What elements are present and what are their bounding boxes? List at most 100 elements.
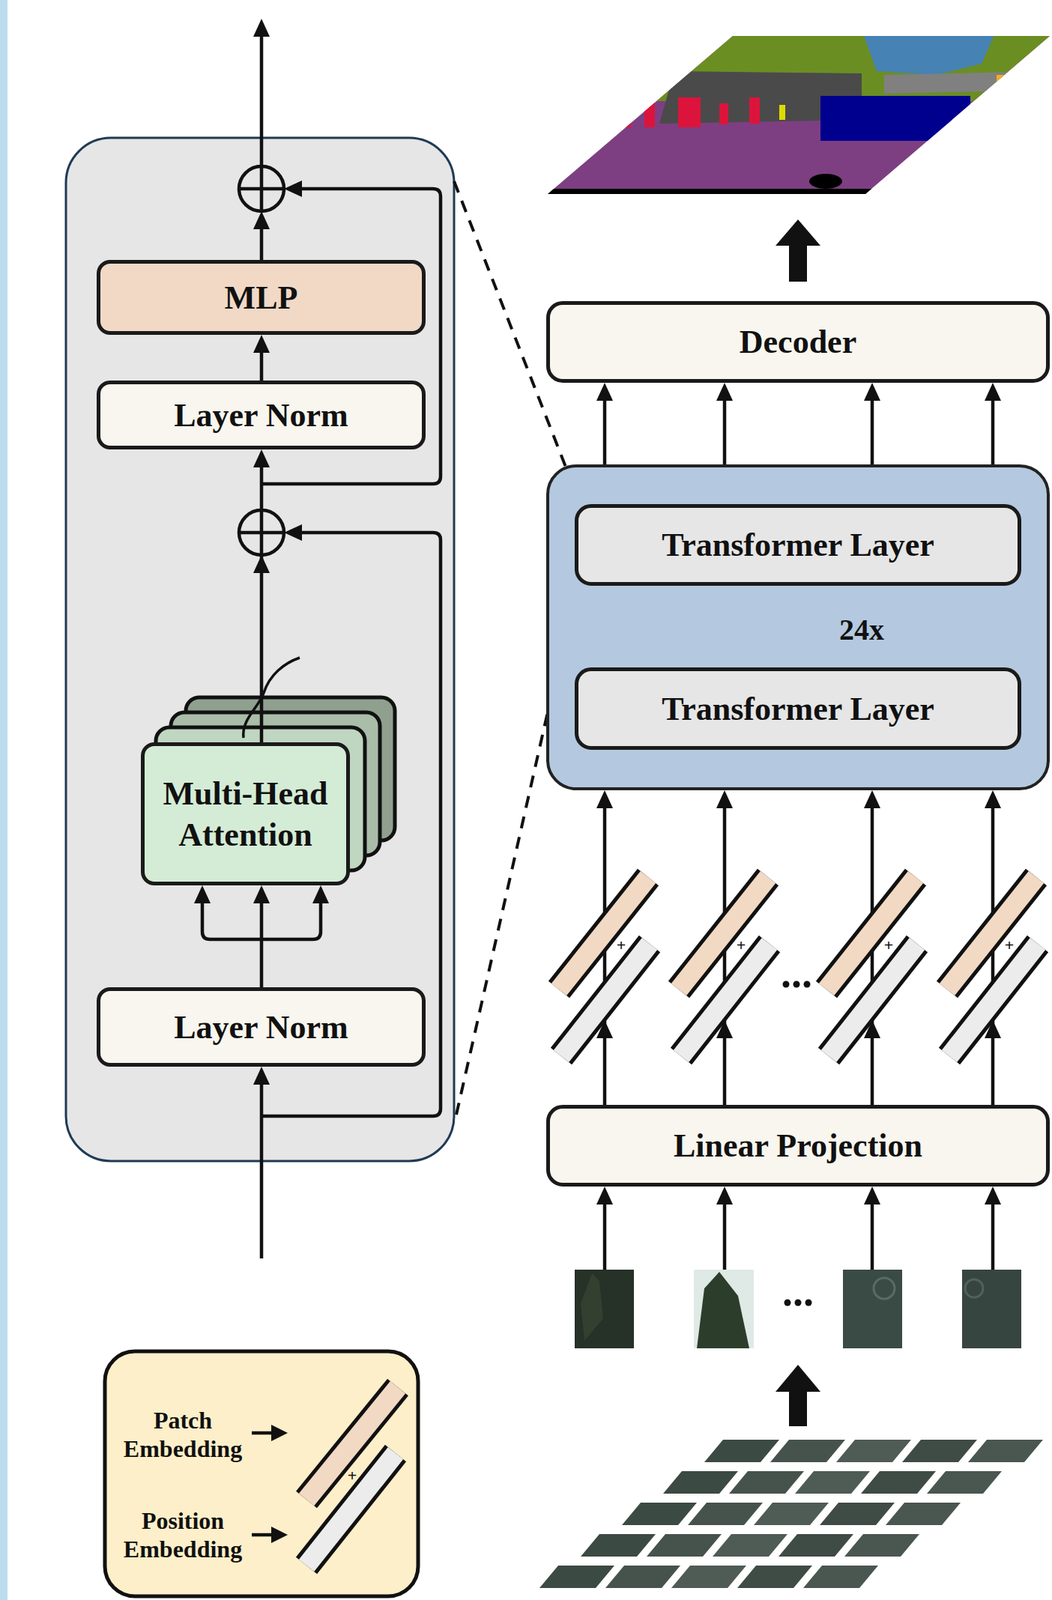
- box-label: Decoder: [739, 321, 857, 363]
- ellipsis-dots: [784, 1300, 792, 1307]
- segmentation-output: [678, 97, 701, 128]
- arrow-head: [253, 18, 270, 37]
- arrow-head: [253, 885, 270, 904]
- patch-arrow: [863, 1186, 881, 1205]
- arrow-head: [984, 382, 1002, 401]
- connector-arrow: [253, 334, 270, 381]
- add-circle: [260, 510, 264, 556]
- attention-box: Multi-Head Attention: [140, 742, 350, 886]
- connector-line: [870, 399, 875, 465]
- embedding-pair: [561, 944, 650, 1057]
- segmentation-output: [749, 97, 760, 124]
- arrow-head: [863, 1020, 881, 1039]
- add-circle: [260, 166, 264, 212]
- encoder-band: 24xTransformer LayerTransformer Layer: [546, 464, 1050, 791]
- connector-line: [723, 399, 727, 465]
- connector-arrow: [863, 382, 881, 465]
- big-arrow: [789, 1389, 807, 1427]
- box-label: MLP: [224, 277, 299, 319]
- connector-arrow: [984, 382, 1002, 465]
- box-label: Transformer Layer: [661, 524, 935, 566]
- input-image-grid: [580, 1534, 920, 1558]
- input-image-grid: [663, 1471, 1002, 1495]
- ellipsis-dots: [794, 1300, 802, 1307]
- arrow-head: [863, 382, 881, 401]
- big-arrow: [775, 219, 821, 246]
- arrow-head: [194, 885, 211, 904]
- image-patch: [873, 1278, 895, 1300]
- arrow-head: [596, 1020, 613, 1039]
- patch-arrow: [723, 1198, 727, 1271]
- residual-connection: [260, 224, 264, 261]
- arrow-head: [716, 1020, 733, 1039]
- segmentation-output: [539, 29, 1052, 203]
- input-image-grid: [621, 1503, 961, 1526]
- repeat-count: 24x: [839, 615, 885, 646]
- connector-arrow: [596, 382, 613, 465]
- embedding-pair: [558, 877, 1038, 1057]
- connector-line: [991, 399, 996, 465]
- transformer-layer-box: Transformer Layer: [574, 504, 1022, 586]
- legend-arrow: [251, 1533, 275, 1538]
- big-arrow: [789, 242, 807, 282]
- image-patch: [842, 1270, 903, 1349]
- layer-norm-box: Layer Norm: [96, 987, 426, 1067]
- connector-arrow: [716, 382, 733, 465]
- legend-text: Patch Embedding: [115, 1407, 251, 1465]
- legend-arrow: [251, 1425, 288, 1544]
- patch-arrow: [604, 1198, 993, 1271]
- zoom-panel: [65, 137, 455, 1162]
- ellipsis-dots: [805, 1300, 813, 1307]
- input-image-grid: [539, 1566, 879, 1589]
- arrow-head: [863, 790, 881, 809]
- segmentation-output: [644, 101, 655, 128]
- legend-text: Position Embedding: [115, 1507, 251, 1565]
- box-label: Linear Projection: [673, 1125, 923, 1167]
- arrow-head: [596, 382, 613, 401]
- segmentation-output: [820, 95, 971, 141]
- projection-box: Linear Projection: [546, 1105, 1050, 1187]
- plus-sign: +: [884, 937, 894, 954]
- connector-line: [991, 806, 996, 1106]
- legend-sample: [306, 1387, 398, 1567]
- box-label: Layer Norm: [173, 1007, 349, 1049]
- arrow-head: [253, 555, 270, 574]
- ellipsis-dots: [783, 981, 790, 989]
- segmentation-output: [719, 103, 729, 125]
- add-circle: [239, 166, 284, 212]
- connector-line: [870, 806, 875, 1106]
- mlp-box: MLP: [96, 260, 426, 335]
- embedding-pair: [678, 877, 770, 1057]
- legend-sample: [306, 1453, 396, 1567]
- image-patch: [693, 1270, 754, 1349]
- add-circle: [239, 510, 284, 556]
- connector-arrow: [194, 885, 329, 988]
- ellipsis-dots: [793, 981, 801, 989]
- plus-sign: +: [347, 1467, 358, 1485]
- add-circle: [239, 166, 284, 556]
- arrow-head: [253, 334, 270, 353]
- patch-arrow: [984, 1186, 1002, 1205]
- connector-line: [260, 351, 264, 381]
- decoder-box: Decoder: [546, 301, 1050, 383]
- patch-arrow: [596, 1186, 1002, 1271]
- arrow-head: [253, 449, 270, 468]
- legend-arrow: [271, 1527, 288, 1544]
- segmentation-output: [621, 104, 631, 128]
- segmentation-output: [809, 173, 843, 189]
- box-label: Multi-Head Attention: [153, 773, 338, 856]
- big-arrow: [775, 219, 821, 1427]
- segmentation-output: [539, 188, 1052, 197]
- input-image-grid: [539, 1440, 1044, 1589]
- segmentation-output: [779, 104, 786, 120]
- arrow-head: [283, 180, 302, 198]
- arrow-head: [984, 790, 1002, 809]
- ellipsis-dots: [783, 981, 811, 989]
- arrow-head: [312, 885, 329, 904]
- patch-arrow: [870, 1198, 875, 1271]
- image-patch: [574, 1270, 1022, 1349]
- box-label: Transformer Layer: [661, 688, 935, 730]
- page-edge-stripe: [0, 0, 8, 1600]
- head-split-mark: [243, 657, 300, 739]
